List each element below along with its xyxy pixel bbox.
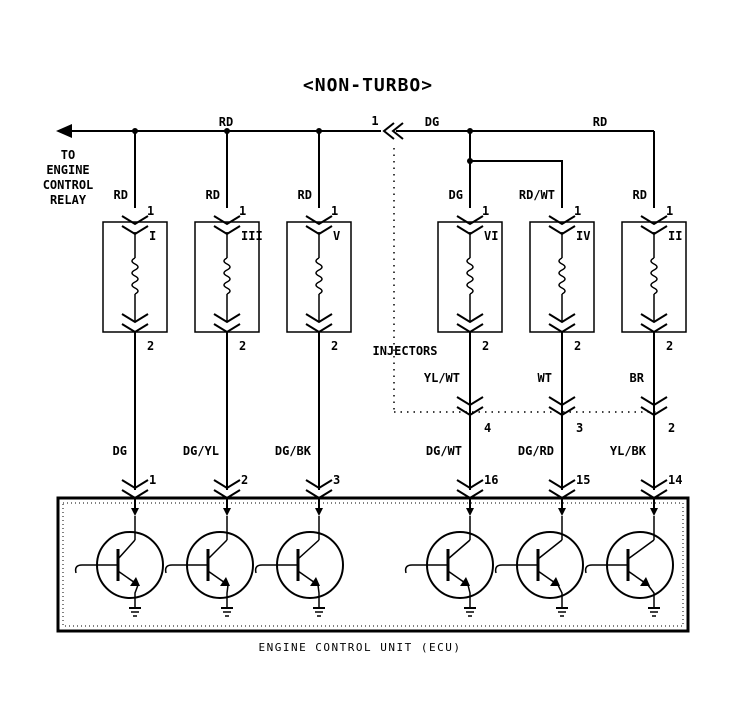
ecu-inner-dotted [62, 502, 684, 627]
ecu-wire-color: YL/BK [610, 444, 647, 458]
top-connector-icon [305, 215, 333, 236]
coil-icon [650, 257, 658, 295]
top-connector-icon [640, 215, 668, 236]
top-wire-color: RD [114, 188, 128, 202]
top-connector-icon [456, 215, 484, 236]
transistor-icon [404, 498, 494, 617]
top-wire-color: RD [206, 188, 220, 202]
coil-icon [315, 257, 323, 295]
injector-number: II [668, 229, 682, 243]
top-pin-number: 1 [239, 204, 246, 218]
coil-icon [223, 257, 231, 295]
injector-number: VI [484, 229, 498, 243]
top-wire-color: DG [449, 188, 463, 202]
top-connector-icon [121, 215, 149, 236]
ecu-pin-number: 16 [484, 473, 498, 487]
ecu-pin-number: 15 [576, 473, 590, 487]
relay-label-line-4: RELAY [50, 193, 87, 207]
bus-right-wire-color: RD [593, 115, 607, 129]
coil-icon [558, 257, 566, 295]
bottom-pin-number: 2 [331, 339, 338, 353]
relay-arrow-icon [56, 124, 72, 138]
harness-connector-icon [456, 396, 484, 417]
ecu-wire-color: DG/WT [426, 444, 462, 458]
coil-icon [466, 257, 474, 295]
transistor-icon [494, 498, 584, 617]
injector-number: IV [576, 229, 590, 243]
top-connector-icon [548, 215, 576, 236]
injector-number: III [241, 229, 263, 243]
top-wire-color: RD/WT [519, 188, 555, 202]
ecu-wire-color: DG/YL [183, 444, 219, 458]
bottom-pin-number: 2 [147, 339, 154, 353]
transistor-icon [74, 498, 164, 617]
ecu-box [56, 496, 690, 633]
top-wire-color: RD [633, 188, 647, 202]
top-pin-number: 1 [147, 204, 154, 218]
bus-left-wire-color: RD [219, 115, 233, 129]
ecu-driver-transistors [74, 498, 674, 617]
harness-wire-color: YL/WT [424, 371, 460, 385]
ecu-wire-color: DG/BK [275, 444, 312, 458]
relay-label-line-2: ENGINE [46, 163, 89, 177]
ecu-pin-number: 3 [333, 473, 340, 487]
top-connector-icon [213, 215, 241, 236]
bus-connector-pin: 1 [371, 114, 378, 128]
injectors-label: INJECTORS [372, 344, 437, 358]
coil-icon [131, 257, 139, 295]
injector-number: I [149, 229, 156, 243]
bottom-pin-number: 2 [574, 339, 581, 353]
injector-4: RD/WT 1IV 2WT 3DG/RD 15 [518, 188, 595, 500]
harness-pin-number: 4 [484, 421, 491, 435]
ecu-label: ENGINE CONTROL UNIT (ECU) [258, 641, 461, 654]
relay-label-line-3: CONTROL [43, 178, 94, 192]
transistor-icon [254, 498, 344, 617]
transistor-icon [584, 498, 674, 617]
top-pin-number: 1 [482, 204, 489, 218]
bottom-pin-number: 2 [666, 339, 673, 353]
relay-label-line-1: TO [61, 148, 75, 162]
injector-number: V [333, 229, 340, 243]
harness-pin-number: 3 [576, 421, 583, 435]
harness-pin-number: 2 [668, 421, 675, 435]
diagram-title: <NON-TURBO> [303, 75, 433, 96]
injector-5: RD 1V 2DG/BK 3 [275, 131, 352, 500]
bottom-pin-number: 2 [239, 339, 246, 353]
bus-dg-wire-color: DG [425, 115, 439, 129]
top-wire-color: RD [298, 188, 312, 202]
harness-connector-icon [640, 396, 668, 417]
transistor-icon [164, 498, 254, 617]
harness-wire-color: WT [538, 371, 552, 385]
ecu-wire-color: DG [113, 444, 127, 458]
harness-connector-icon [548, 396, 576, 417]
top-pin-number: 1 [666, 204, 673, 218]
bus-connector-icon [382, 122, 404, 140]
ecu-wire-color: DG/RD [518, 444, 554, 458]
bottom-pin-number: 2 [482, 339, 489, 353]
harness-wire-color: BR [630, 371, 645, 385]
rd-wt-branch [470, 160, 563, 208]
ecu-pin-number: 2 [241, 473, 248, 487]
top-pin-number: 1 [574, 204, 581, 218]
ecu-pin-number: 14 [668, 473, 682, 487]
ecu-pin-number: 1 [149, 473, 156, 487]
top-pin-number: 1 [331, 204, 338, 218]
injector-6: DG 1VI 2YL/WT 4DG/WT 16 [424, 131, 503, 500]
